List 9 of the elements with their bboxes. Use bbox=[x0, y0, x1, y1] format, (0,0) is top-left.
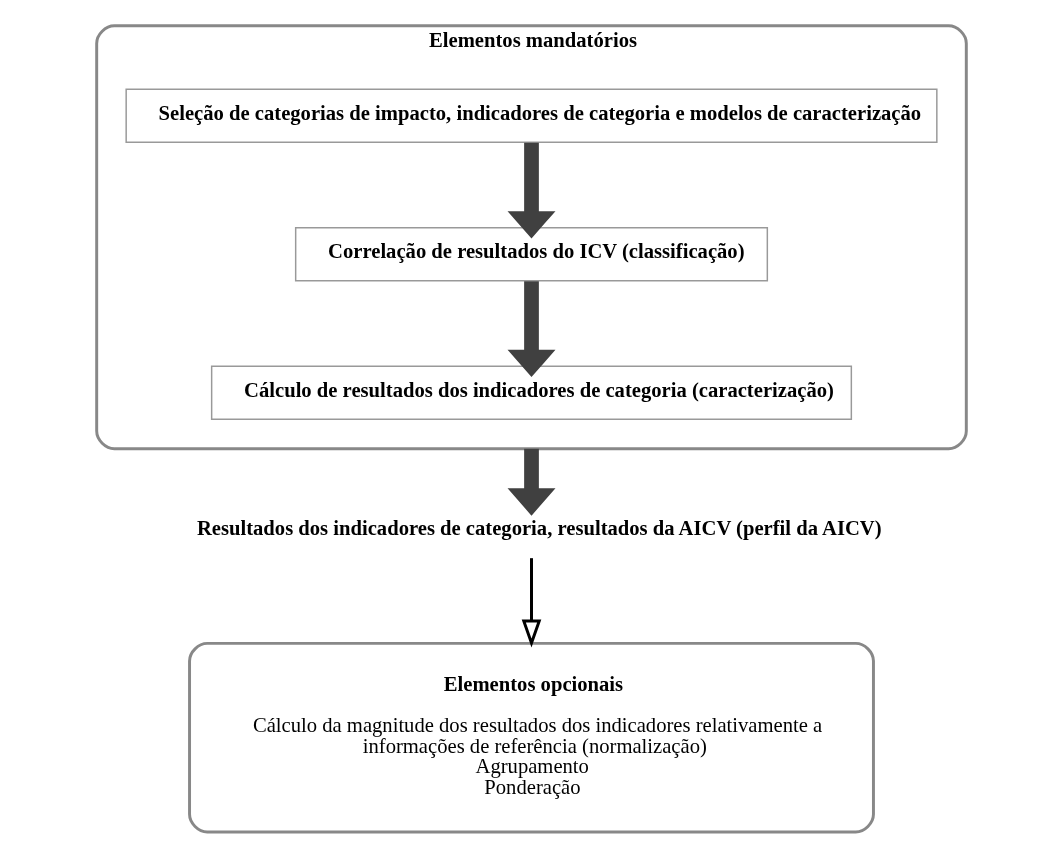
arrow bbox=[507, 142, 556, 239]
node-box: Cálculo de resultados dos indicadores de categoria (caracterização) bbox=[210, 365, 853, 421]
node-box: Elementos opcionais Cálculo da magnitude dos resultados dos indicadores relativamente a informações de referência (normalização) Agrupamento Ponderação bbox=[188, 641, 875, 834]
arrow bbox=[521, 558, 542, 648]
node-box: Correlação de resultados do ICV (classificação) bbox=[294, 226, 769, 282]
arrow bbox=[507, 448, 556, 516]
node-text: Resultados dos indicadores de categoria, resultados da AICV (perfil da AICV) bbox=[196, 517, 882, 540]
arrow bbox=[507, 281, 556, 378]
node-box: Seleção de categorias de impacto, indicadores de categoria e modelos de caracterização bbox=[125, 88, 938, 143]
